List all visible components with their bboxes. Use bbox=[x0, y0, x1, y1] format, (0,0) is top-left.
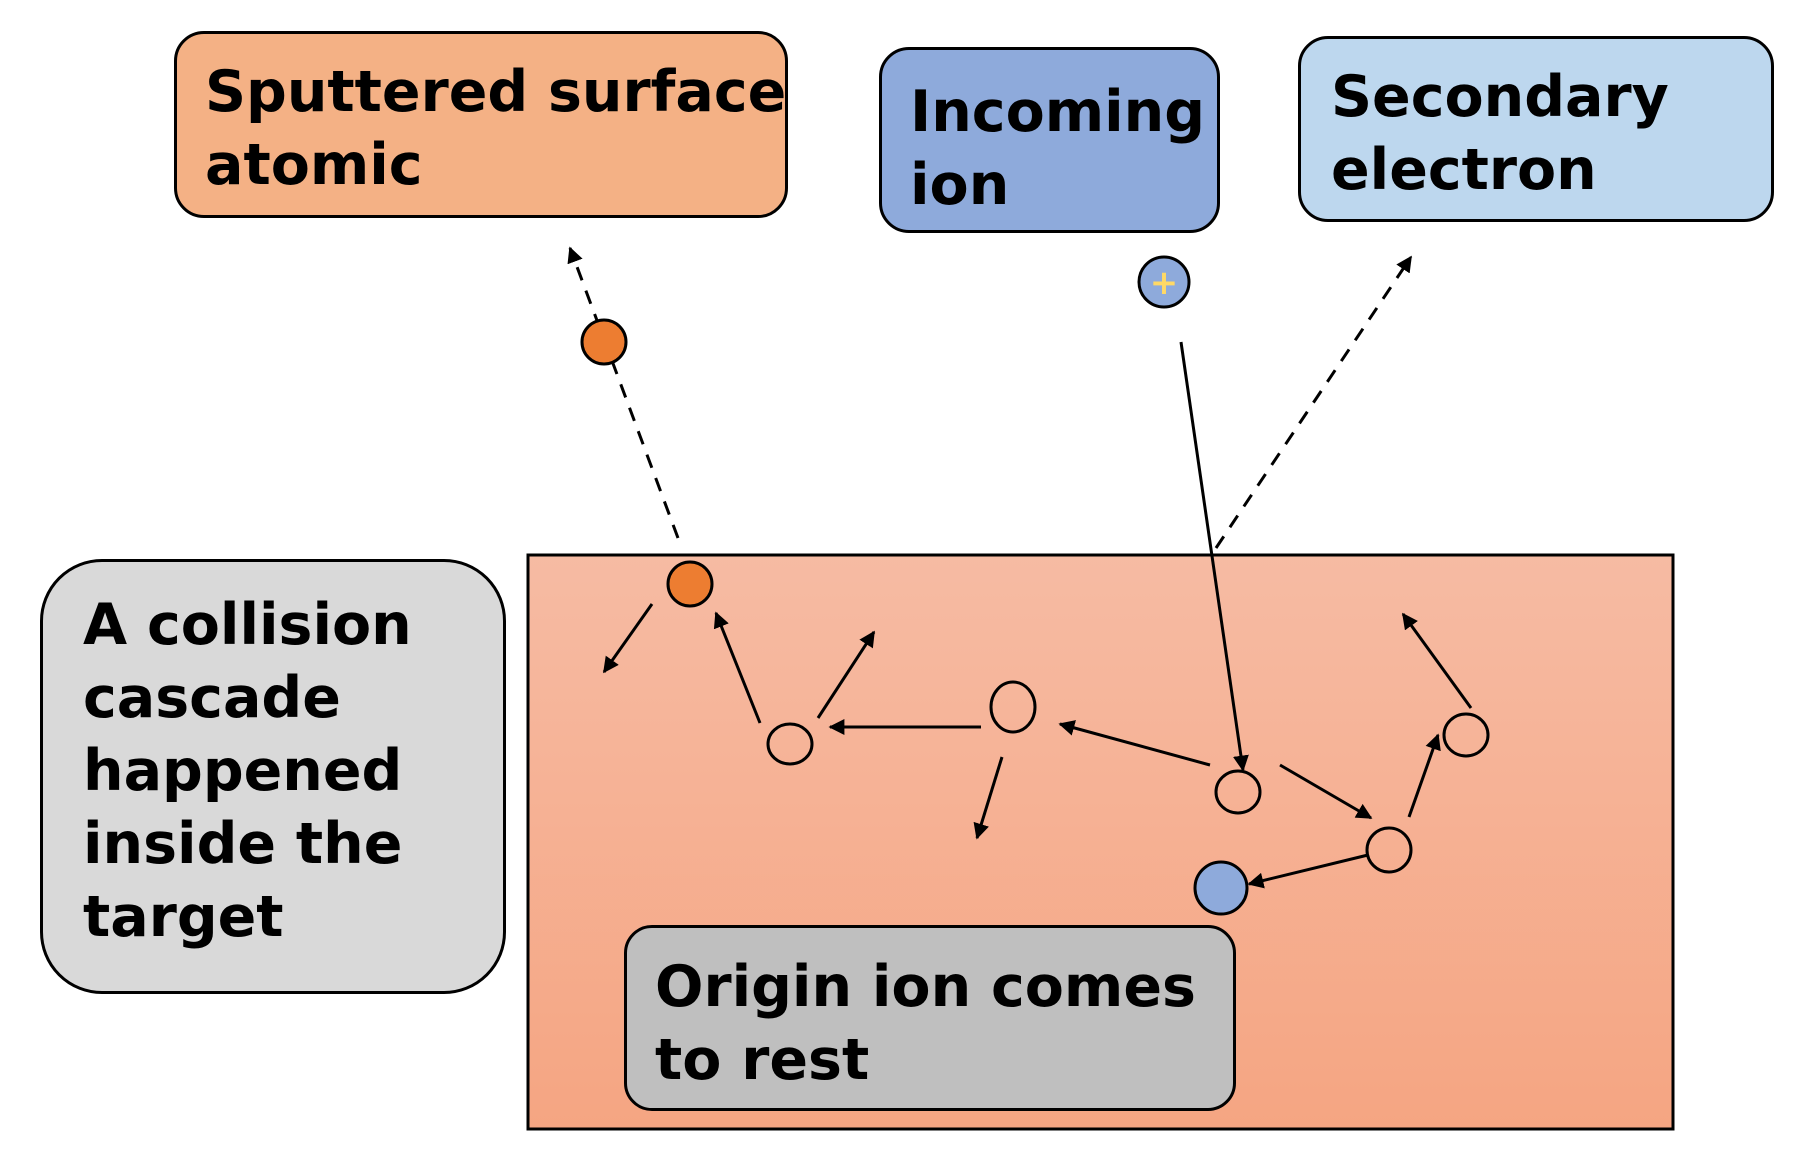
cascade-arrow bbox=[1401, 612, 1473, 709]
cascade-arrow bbox=[602, 603, 654, 674]
target-atom bbox=[1365, 826, 1413, 874]
cascade-arrows bbox=[602, 603, 1473, 889]
cascade-arrow bbox=[816, 630, 876, 719]
label-line: ion bbox=[910, 152, 1010, 218]
cascade-arrow bbox=[1247, 853, 1369, 889]
ion-rest-label: Origin ion comes to rest bbox=[624, 925, 1236, 1111]
label-line: to rest bbox=[655, 1027, 870, 1093]
resting-ion bbox=[1193, 860, 1249, 916]
label-line: Incoming bbox=[910, 79, 1206, 145]
sputtered-trajectory bbox=[567, 246, 680, 539]
collision-cascade-label: A collision cascade happened inside the … bbox=[40, 559, 506, 994]
sputtered-atom-surface bbox=[666, 560, 714, 608]
label-line: Origin ion comes bbox=[655, 954, 1196, 1020]
label-line: Sputtered surface bbox=[205, 59, 787, 125]
cascade-arrow bbox=[1407, 733, 1441, 818]
label-line: cascade bbox=[83, 665, 341, 731]
target-atom bbox=[766, 722, 814, 766]
cascade-arrow bbox=[973, 756, 1004, 840]
label-line: atomic bbox=[205, 132, 423, 198]
label-line: happened bbox=[83, 738, 403, 804]
target-atom bbox=[1214, 769, 1262, 815]
incoming-ion-path bbox=[1179, 341, 1249, 772]
cascade-arrow bbox=[713, 611, 762, 724]
label-line: target bbox=[83, 884, 284, 950]
secondary-electron-label: Secondary electron bbox=[1298, 36, 1774, 222]
ion-charge-symbol: + bbox=[1150, 263, 1179, 303]
sputtered-atom-free bbox=[580, 318, 628, 366]
cascade-arrow bbox=[1279, 763, 1373, 820]
incoming-ion bbox=[1137, 255, 1191, 309]
incoming-ion-label: Incoming ion bbox=[879, 47, 1220, 233]
label-line: electron bbox=[1331, 137, 1597, 203]
label-line: A collision bbox=[83, 592, 412, 658]
target-atom bbox=[1442, 712, 1490, 758]
electron-trajectory bbox=[1214, 255, 1413, 549]
label-line: Secondary bbox=[1331, 64, 1669, 130]
target-atoms bbox=[766, 680, 1490, 874]
target-atom bbox=[989, 680, 1037, 734]
sputtered-atom-label: Sputtered surface atomic bbox=[174, 31, 788, 218]
cascade-arrow bbox=[1058, 720, 1211, 767]
label-line: inside the bbox=[83, 811, 403, 877]
